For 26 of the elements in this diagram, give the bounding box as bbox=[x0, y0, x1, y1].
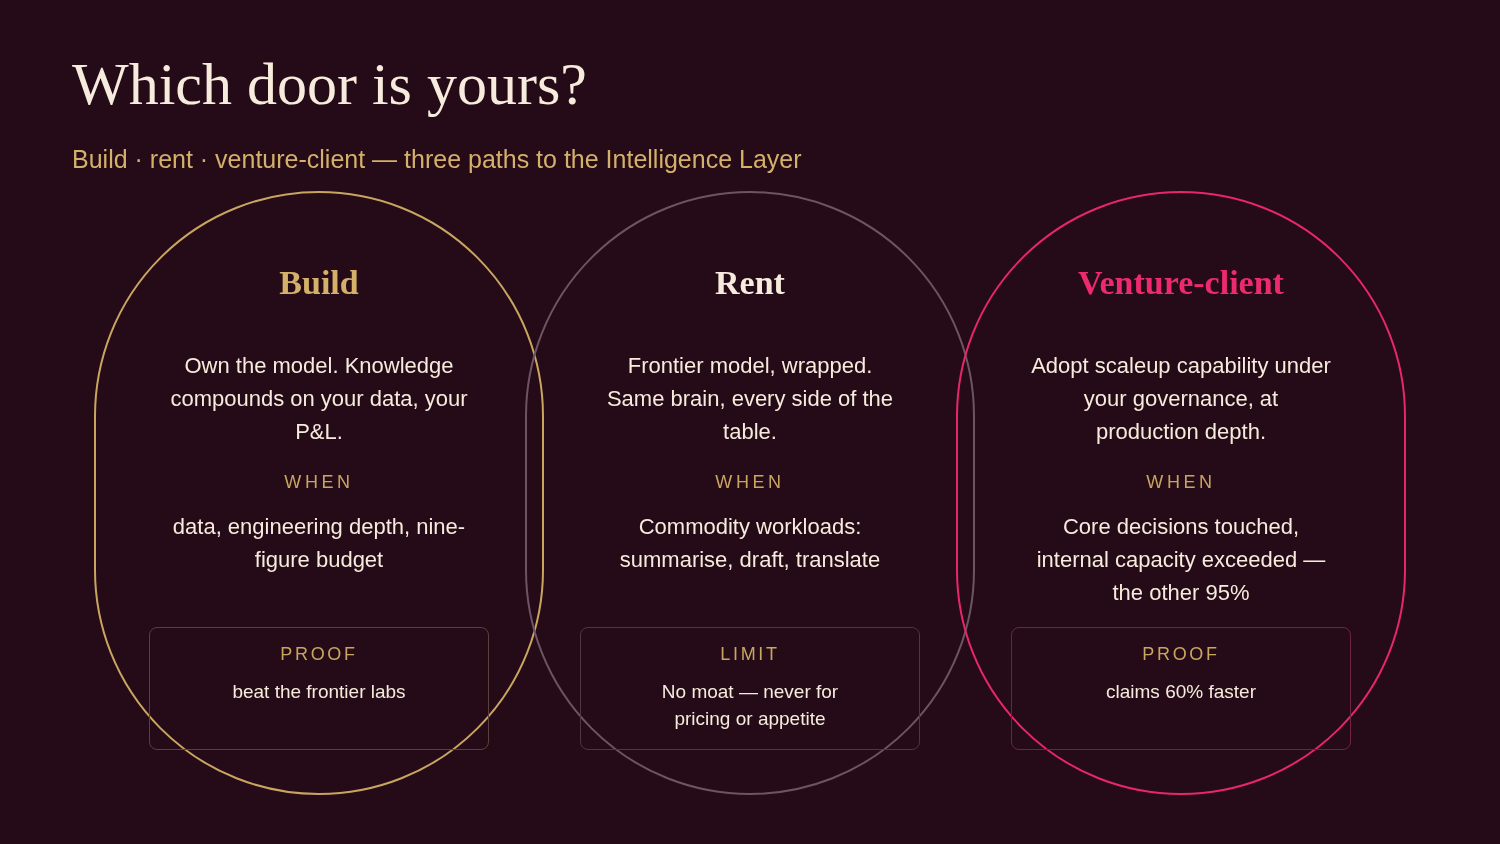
door-heading: Venture-client bbox=[1078, 263, 1284, 303]
condition-text: Core decisions touched, internal capacity exceeded — the other 95% bbox=[1035, 513, 1327, 607]
evidence-card bbox=[149, 627, 489, 750]
section-label: WHEN bbox=[284, 471, 354, 494]
door-outline bbox=[956, 191, 1406, 795]
condition-text: Commodity workloads: summarise, draft, translate bbox=[618, 513, 882, 574]
door-heading: Build bbox=[279, 263, 359, 303]
section-label: WHEN bbox=[1146, 471, 1216, 494]
description-text: Own the model. Knowledge compounds on your data, your P&L. bbox=[169, 352, 469, 446]
evidence-text: claims 60% faster bbox=[1105, 680, 1257, 704]
evidence-text: beat the frontier labs bbox=[231, 680, 407, 704]
section-label: LIMIT bbox=[720, 643, 780, 666]
description-text: Frontier model, wrapped. Same brain, every side of the table. bbox=[605, 352, 895, 446]
evidence-card bbox=[1011, 627, 1351, 750]
door-outline bbox=[94, 191, 544, 795]
section-label: WHEN bbox=[715, 471, 785, 494]
door-heading: Rent bbox=[715, 263, 785, 303]
description-text: Adopt scaleup capability under your governance, at production depth. bbox=[1031, 352, 1331, 446]
evidence-card bbox=[580, 627, 920, 750]
section-label: PROOF bbox=[1142, 643, 1220, 666]
condition-text: data, engineering depth, nine-figure budget bbox=[171, 513, 467, 574]
section-label: PROOF bbox=[280, 643, 358, 666]
subtitle: Build · rent · venture-client — three paths to the Intelligence Layer bbox=[72, 144, 802, 175]
door-outline bbox=[525, 191, 975, 795]
evidence-text: No moat — never for pricing or appetite bbox=[660, 680, 840, 731]
page-title: Which door is yours? bbox=[72, 50, 587, 119]
